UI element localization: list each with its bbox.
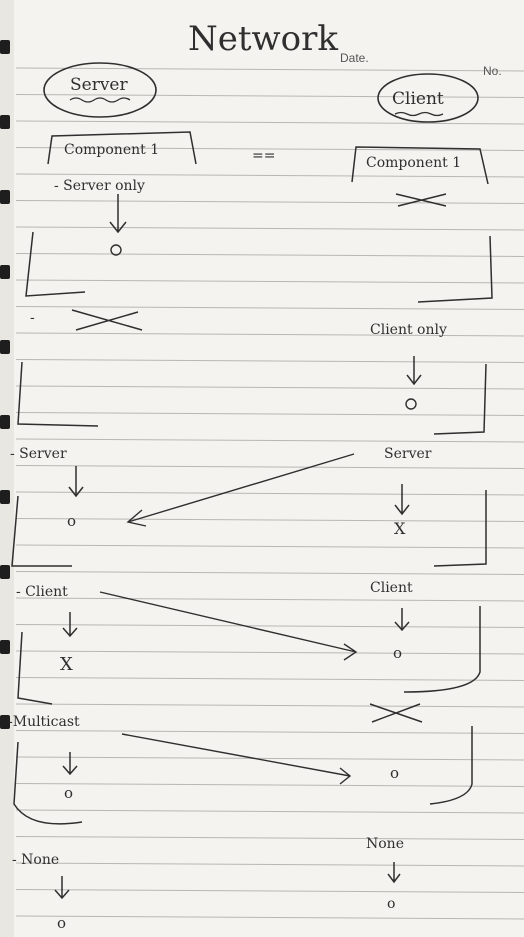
down-arrow-icon [54, 876, 70, 900]
ruled-line [15, 67, 524, 72]
server-row-label: - None [12, 852, 59, 868]
ruled-line [15, 889, 524, 893]
server-heading: Server [70, 75, 128, 95]
client-row-result: o [387, 896, 395, 912]
client-row-result: X [394, 519, 406, 538]
ruled-line [15, 836, 524, 840]
server-bracket [25, 231, 86, 297]
paper-sheet [14, 0, 524, 937]
ruled-line [15, 226, 524, 231]
ruled-line [15, 809, 524, 814]
client-row-label: None [366, 836, 404, 852]
server-row-result: o [57, 914, 66, 932]
ruled-line [15, 438, 524, 443]
client-bracket [403, 606, 481, 693]
server-row-label: - [30, 310, 35, 326]
down-arrow-icon [68, 466, 84, 498]
client-row-label: Server [384, 446, 432, 462]
client-bracket [429, 726, 473, 805]
down-arrow-icon [62, 612, 78, 638]
server-bracket [13, 741, 83, 825]
client-row-label: Client only [370, 322, 447, 338]
ruled-line [15, 465, 524, 469]
cross-out-icon [369, 703, 423, 723]
client-heading: Client [392, 89, 444, 109]
ruled-line [15, 703, 524, 708]
server-row-label: - Server [10, 446, 67, 462]
ruled-line [15, 306, 524, 310]
ruled-line [15, 756, 524, 761]
down-arrow-icon [406, 356, 422, 386]
ruled-line [15, 279, 524, 284]
client-bracket [433, 490, 487, 567]
ruled-line [15, 200, 524, 204]
ruled-line [15, 915, 524, 920]
client-underline [394, 111, 444, 117]
client-heading-group: Client [377, 73, 479, 123]
connector-arrow [121, 733, 352, 785]
ruled-line [15, 518, 524, 522]
ruled-line [15, 730, 524, 734]
client-row-result: o [393, 644, 402, 662]
ruled-line [15, 783, 524, 787]
ruled-line [15, 677, 524, 681]
down-arrow-icon [62, 752, 78, 776]
ruled-line [15, 571, 524, 575]
down-arrow-icon [109, 194, 127, 234]
date-label: Date. [340, 51, 369, 65]
ruled-line [15, 862, 524, 867]
ruled-line [15, 147, 524, 151]
ruled-line [15, 359, 524, 363]
ruled-line [15, 253, 524, 257]
ruled-line [15, 544, 524, 549]
connector-arrow [99, 591, 358, 661]
client-bracket [433, 363, 487, 435]
ruled-line [15, 173, 524, 178]
server-bracket [11, 495, 72, 567]
server-heading-group: Server [43, 62, 157, 118]
ruled-line [15, 94, 524, 98]
ruled-line [15, 332, 524, 337]
client-row-label: Client [370, 580, 413, 596]
equals-sign: == [252, 148, 275, 164]
ruled-line [15, 491, 524, 496]
ruled-line [15, 624, 524, 628]
ruled-line [15, 650, 524, 655]
ruled-line [15, 385, 524, 390]
client-row-result: o [390, 764, 399, 782]
server-underline [69, 97, 131, 103]
client-component-label: Component 1 [366, 155, 461, 171]
server-row-result: X [60, 654, 73, 675]
cross-out-icon [71, 309, 143, 331]
ruled-line [15, 597, 524, 602]
binding-holes [0, 40, 10, 729]
down-arrow-icon [394, 608, 410, 632]
page-title: Network [188, 19, 338, 59]
down-arrow-icon [394, 484, 410, 516]
client-bracket [417, 235, 493, 303]
circle-result-icon [405, 398, 417, 410]
server-bracket [17, 631, 53, 705]
server-row-result: o [64, 784, 73, 802]
down-arrow-icon [387, 862, 401, 884]
server-component-box: Component 1 [47, 131, 197, 165]
server-bracket [17, 361, 99, 427]
circle-result-icon [110, 244, 122, 256]
server-row-label: - Server only [54, 178, 145, 194]
ruled-lines [15, 67, 524, 920]
cross-out-icon [395, 193, 447, 207]
ruled-line [15, 412, 524, 416]
client-component-box: Component 1 [351, 146, 489, 185]
server-row-result: o [67, 512, 76, 530]
ruled-line [15, 120, 524, 125]
no-label: No. [483, 64, 502, 78]
connector-arrow [126, 453, 355, 527]
server-row-label: -Multicast [8, 714, 80, 730]
server-row-label: - Client [16, 584, 68, 600]
server-component-label: Component 1 [64, 142, 159, 158]
